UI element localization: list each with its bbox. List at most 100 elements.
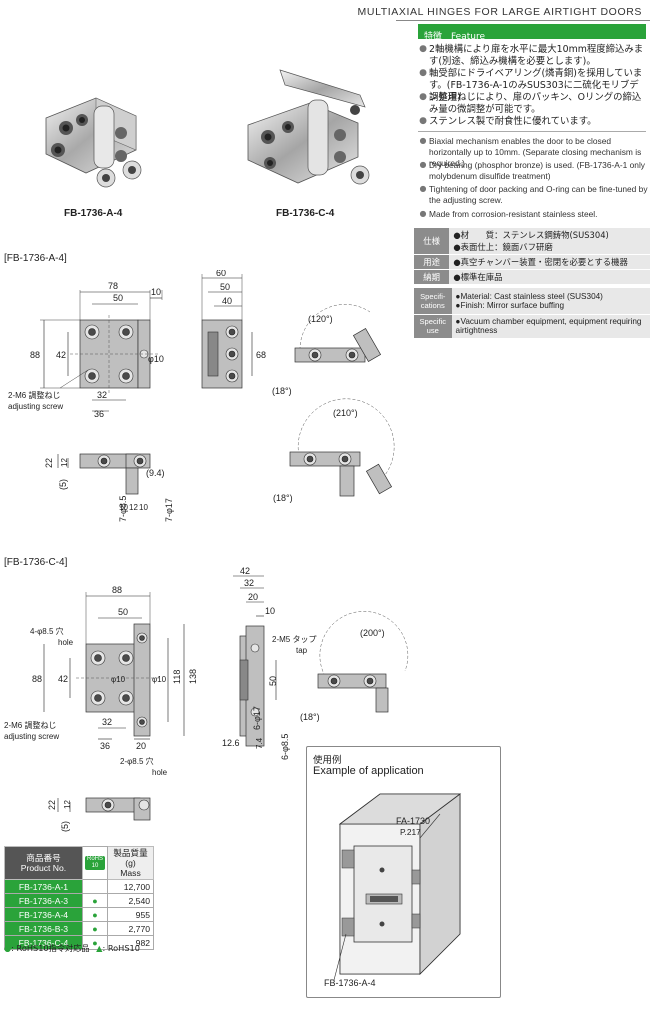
cell-mass: 2,770 (107, 921, 155, 936)
table-row: FB-1736-A-1 12,700 (4, 879, 155, 894)
dim-c-42: 42 (58, 674, 68, 684)
angle-18b: (18°) (273, 493, 293, 503)
header-no-en: Product No. (20, 863, 67, 873)
label-c-hole2-jp: 2-φ8.5 穴 (120, 756, 154, 766)
angle-210: (210°) (333, 408, 358, 418)
dim-c-6phi8-5: 6-φ8.5 (280, 734, 290, 760)
product-table: 商品番号 Product No. RoHS 10 製品質量(g) Mass FB… (4, 846, 155, 950)
cell-product-no: FB-1736-C-4 (4, 935, 83, 950)
table-row: FB-1736-A-3 ● 2,540 (4, 893, 155, 908)
product-caption-c4: FB-1736-C-4 (276, 208, 335, 219)
dim-c-s10: 10 (265, 606, 275, 616)
spec-value: ●標準在庫品 (449, 269, 650, 285)
dim-5: (5) (58, 479, 68, 490)
dim-60: 60 (216, 270, 226, 278)
header-mass-jp: 製品質量(g) (113, 848, 148, 868)
cell-mass: 12,700 (107, 879, 155, 894)
product-photo-c4 (247, 69, 370, 185)
feature-en-1: Biaxial mechanism enables the door to be… (429, 136, 642, 168)
feature-en-3: Tightening of door packing and O-ring ca… (429, 184, 648, 205)
dim-22: 22 (44, 458, 54, 468)
dim-c-s32: 32 (244, 578, 254, 588)
drawing-c4: 88 50 4-φ8.5 穴 hole 88 42 φ10 φ10 118 13… (4, 566, 409, 832)
spec-value: ●Vacuum chamber equipment, equipment req… (451, 314, 650, 339)
product-caption-a4: FB-1736-A-4 (64, 208, 123, 219)
dim-c-7-4: 7.4 (255, 737, 264, 749)
label-adjusting-screw-jp: 2-M6 調整ねじ (8, 390, 60, 400)
spec-label: 納期 (414, 269, 450, 285)
dim-40: 40 (222, 296, 232, 306)
label-c-adj-en: adjusting screw (4, 732, 59, 741)
dim-c-88h: 88 (32, 674, 42, 684)
product-photo-a4 (45, 97, 142, 188)
bullet-dot: ● (419, 116, 427, 126)
dim-50: 50 (113, 293, 123, 303)
bullet-dot: ● (419, 44, 427, 54)
spec-table-en: Specifi-cations ●Material: Cast stainles… (414, 288, 650, 339)
example-callout-fa1730: FA-1730 (396, 816, 431, 826)
spec-value: ●Material: Cast stainless steel (SUS304)… (451, 288, 650, 315)
table-header-product-no: 商品番号 Product No. (4, 846, 83, 880)
dim-12b: 12 (129, 503, 138, 512)
cell-product-no: FB-1736-A-3 (4, 893, 83, 908)
dim-c-b12: 12 (63, 800, 72, 809)
label-c-hole2-en: hole (152, 768, 168, 777)
spec-label: 仕様 (414, 228, 450, 255)
angle-120: (120°) (308, 314, 333, 324)
bullet-dot: ● (419, 160, 427, 169)
feature-tab: 特徴 Feature (418, 24, 646, 42)
feature-jp-3: 調整用ねじにより、扉のパッキン、Oリングの締込み量の微調整が可能です。 (429, 92, 642, 115)
dim-side-50: 50 (220, 282, 230, 292)
example-title-jp: 使用例 (313, 755, 342, 766)
feature-jp-2: 軸受部にドライベアリング(燐青銅)を採用しています。(FB-1736-A-1のみ… (429, 68, 643, 103)
spec-label: 用途 (414, 254, 450, 270)
example-callout-fb1736: FB-1736-A-4 (324, 978, 376, 988)
dim-9-4: (9.4) (146, 468, 165, 478)
dim-36: 36 (94, 409, 104, 419)
spec-value-line: ●表面仕上：鏡面バフ研磨 (453, 242, 553, 252)
table-row: FB-1736-A-4 ● 955 (4, 907, 155, 922)
cell-mass: 982 (107, 935, 155, 950)
feature-jp-1: 2軸機構により扉を水平に最大10mm程度締込みます(別途、締込み機構を必要としま… (429, 44, 644, 67)
table-header-mass: 製品質量(g) Mass (107, 846, 155, 880)
cell-product-no: FB-1736-B-3 (4, 921, 83, 936)
dim-c-6phi17: 6-φ17 (252, 706, 262, 730)
angle-c-18: (18°) (300, 712, 320, 722)
dim-7-phi8-5: 7-φ8.5 (118, 496, 128, 522)
bullet-dot: ● (419, 92, 427, 102)
spec-value: ●真空チャンバー装置・密閉を必要とする機器 (449, 254, 650, 270)
dim-c-20: 20 (136, 741, 146, 751)
cell-mass: 2,540 (107, 893, 155, 908)
angle-c-200: (200°) (360, 628, 385, 638)
cell-mass: 955 (107, 907, 155, 922)
example-callout-page: P.217 (400, 827, 421, 837)
rohs-badge: RoHS 10 (85, 856, 106, 870)
dim-phi10: φ10 (148, 354, 164, 364)
dim-c-12-6: 12.6 (222, 738, 240, 748)
feature-en-2: Dry bearing (phosphor bronze) is used. (… (429, 160, 645, 181)
bullet-dot: ● (419, 68, 427, 78)
spec-label: Specifi-cations (414, 288, 452, 315)
bullet-dot: ● (419, 136, 427, 145)
rohs-legend: ●: RoHS10指令対応品 ▲: RoHS10 (4, 942, 140, 954)
dim-32: 32 (97, 390, 107, 400)
section-label-a4: [FB-1736-A-4] (4, 253, 67, 264)
feature-tab-label: 特徴 Feature (424, 32, 486, 42)
header-rule (396, 20, 650, 21)
dim-c-s42: 42 (240, 566, 250, 576)
section-label-c4: [FB-1736-C-4] (4, 557, 68, 568)
label-c-tap-jp: 2-M5 タップ (272, 635, 316, 644)
spec-value-line: ●Material: Cast stainless steel (SUS304) (455, 291, 603, 301)
dim-10b: 10 (139, 503, 148, 512)
feature-jp-4: ステンレス製で耐食性に優れています。 (429, 116, 597, 127)
drawing-a4: 78 50 10 88 42 φ10 32 36 2-M6 調整ねじ adjus… (8, 270, 395, 522)
dim-c-36: 36 (100, 741, 110, 751)
example-title-en: Example of application (313, 765, 424, 777)
cell-rohs (81, 879, 109, 894)
dim-c-b5: (5) (60, 821, 70, 832)
dim-42: 42 (56, 350, 66, 360)
dim-7-phi17: 7-φ17 (164, 498, 174, 522)
dim-c-138: 138 (188, 669, 198, 684)
spec-value-line: ●材 質：ステンレス鋼鋳物(SUS304) (453, 230, 609, 240)
bullet-dot: ● (419, 209, 427, 218)
